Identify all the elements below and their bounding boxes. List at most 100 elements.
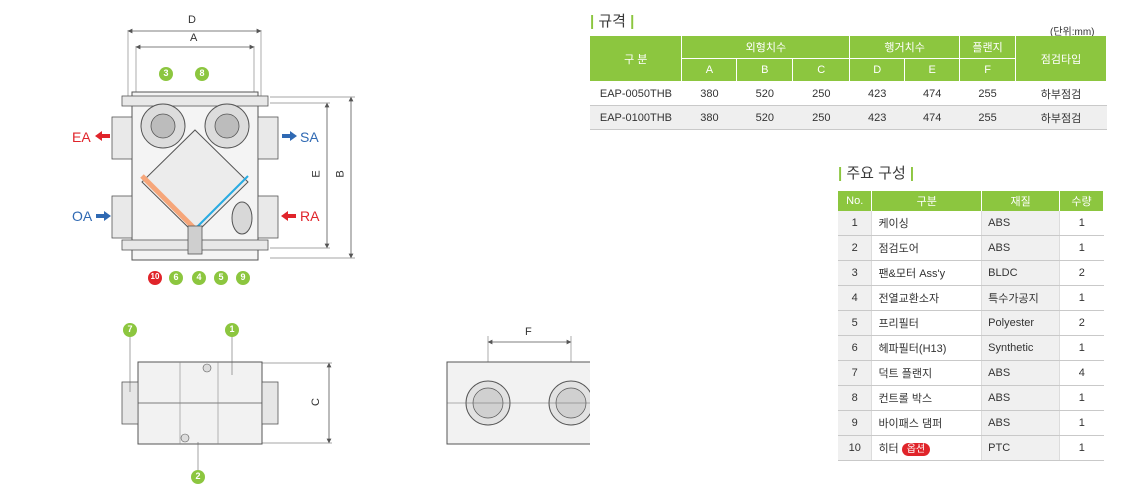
table-row: 6 헤파필터(H13) Synthetic 1 [838,335,1104,361]
table-row: 5 프리필터 Polyester 2 [838,310,1104,336]
component-material: Polyester [981,310,1061,336]
dim-label-c: C [309,398,322,406]
component-material: BLDC [981,260,1061,286]
spec-type: 하부점검 [1015,105,1107,130]
components-header-no: No. [838,191,873,211]
callout-10: 10 [150,272,160,281]
component-no: 8 [838,385,873,411]
components-header-row: No. 구분 재질 수량 [838,191,1104,211]
component-no: 7 [838,360,873,386]
spec-header-d: D [849,58,906,82]
spec-header-b: B [736,58,794,82]
components-title: | 주요 구성 | [838,162,914,183]
table-row: 9 바이패스 댐퍼 ABS 1 [838,410,1104,436]
table-row: EAP-0050THB 380 520 250 423 474 255 하부점검 [590,81,1107,106]
callout-6: 6 [173,272,179,282]
component-name: 팬&모터 Ass'y [871,260,983,286]
component-name: 프리필터 [871,310,983,336]
component-no: 10 [838,435,873,461]
port-label-oa: OA [72,208,93,224]
spec-unit: (단위:mm) [1050,27,1095,38]
spec-e: 474 [904,81,960,106]
component-no: 3 [838,260,873,286]
spec-a: 380 [681,81,737,106]
component-material: ABS [981,410,1061,436]
component-qty: 1 [1059,410,1104,436]
technical-drawings [95,28,590,484]
component-material: 특수가공지 [981,285,1061,311]
spec-header-hanger: 행거치수 [849,36,961,59]
spec-c: 250 [792,81,850,106]
table-row: 1 케이싱 ABS 1 [838,211,1104,236]
callout-3: 3 [163,68,169,78]
component-material: ABS [981,211,1061,236]
table-row: 7 덕트 플랜지 ABS 4 [838,360,1104,386]
component-name: 점검도어 [871,235,983,261]
spec-header-f: F [959,58,1017,82]
spec-d: 423 [849,105,905,130]
component-qty: 4 [1059,360,1104,386]
dim-label-d: D [188,14,196,26]
component-no: 5 [838,310,873,336]
spec-f: 255 [959,105,1016,130]
callout-2: 2 [195,471,201,481]
spec-header-flange: 플랜지 [959,36,1017,59]
spec-d: 423 [849,81,905,106]
spec-b: 520 [736,81,793,106]
spec-model: EAP-0100THB [590,105,682,130]
spec-c: 250 [792,105,850,130]
callout-8: 8 [199,68,205,78]
components-header-qty: 수량 [1059,191,1104,211]
spec-table: 구 분 외형치수 행거치수 플랜지 점검타입 A B C D E F EAP-0… [590,36,1107,130]
components-title-bar-left: | [838,165,843,182]
component-no: 4 [838,285,873,311]
table-row: EAP-0100THB 380 520 250 423 474 255 하부점검 [590,105,1107,130]
spec-model: EAP-0050THB [590,81,682,106]
table-row: 8 컨트롤 박스 ABS 1 [838,385,1104,411]
component-no: 1 [838,211,873,236]
dim-label-a: A [190,32,198,44]
component-material: PTC [981,435,1061,461]
components-header-name: 구분 [871,191,983,211]
port-label-ra: RA [300,208,320,224]
side-view [121,323,332,484]
component-material: Synthetic [981,335,1061,361]
spec-a: 380 [681,105,737,130]
spec-title-text: 규격 [598,13,626,30]
component-no: 9 [838,410,873,436]
component-qty: 1 [1059,211,1104,236]
spec-type: 하부점검 [1015,81,1107,106]
component-no: 6 [838,335,873,361]
component-material: ABS [981,385,1061,411]
component-name: 케이싱 [871,211,983,236]
bottom-view [446,336,590,445]
components-title-text: 주요 구성 [846,165,906,182]
component-qty: 2 [1059,310,1104,336]
component-name: 컨트롤 박스 [871,385,983,411]
component-qty: 2 [1059,260,1104,286]
table-row: 3 팬&모터 Ass'y BLDC 2 [838,260,1104,286]
spec-header-e: E [904,58,961,82]
callout-7: 7 [127,324,133,334]
spec-e: 474 [904,105,960,130]
callout-5: 5 [218,272,224,282]
components-table: No. 구분 재질 수량 1 케이싱 ABS 1 2 점검도어 ABS 1 3 … [838,191,1104,461]
component-name: 헤파필터(H13) [871,335,983,361]
option-badge: 옵션 [901,443,931,456]
spec-header-row-1: 구 분 외형치수 행거치수 플랜지 점검타입 [590,36,1107,82]
spec-header-row-2: A B C D E F [590,58,1107,82]
table-row: 4 전열교환소자 특수가공지 1 [838,285,1104,311]
component-qty: 1 [1059,435,1104,461]
spec-title-bar-right: | [630,13,635,30]
spec-header-c: C [792,58,851,82]
port-label-sa: SA [300,129,319,145]
spec-title: | 규격 | [590,10,634,31]
callout-9: 9 [240,272,246,282]
component-material: ABS [981,235,1061,261]
top-view [95,28,355,285]
spec-header-outer: 외형치수 [681,36,851,59]
dim-label-b: B [334,170,347,178]
component-no: 2 [838,235,873,261]
